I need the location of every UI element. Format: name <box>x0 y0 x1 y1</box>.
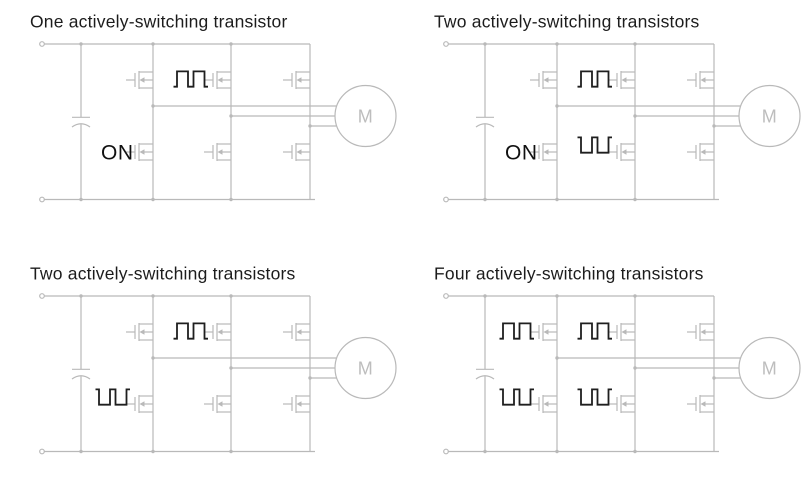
inverted-pwm-waveform-icon <box>498 388 535 406</box>
pwm-waveform-icon <box>172 322 209 340</box>
panel-title: Four actively-switching transistors <box>434 264 704 284</box>
pwm-waveform-icon <box>498 322 535 340</box>
inverted-pwm-waveform-icon <box>94 388 131 406</box>
motor-label: M <box>762 107 778 127</box>
pwm-waveform-icon <box>172 70 209 88</box>
panel-title: One actively-switching transistor <box>30 12 288 32</box>
pwm-waveform-icon <box>576 70 613 88</box>
inverter-panel-2: Two actively-switching transistors M ON <box>434 12 800 202</box>
motor-label: M <box>358 107 374 127</box>
inverter-panel-3: Two actively-switching transistors M <box>30 264 396 454</box>
on-label: ON <box>101 142 134 165</box>
motor-label: M <box>358 359 374 379</box>
on-label: ON <box>505 142 538 165</box>
inverted-pwm-waveform-icon <box>576 136 613 154</box>
panel-title: Two actively-switching transistors <box>30 264 296 284</box>
panel-title: Two actively-switching transistors <box>434 12 700 32</box>
inverted-pwm-waveform-icon <box>576 388 613 406</box>
motor-label: M <box>762 359 778 379</box>
pwm-waveform-icon <box>576 322 613 340</box>
inverter-panel-4: Four actively-switching transistors M <box>434 264 800 454</box>
inverter-panel-1: One actively-switching transistor M ON <box>30 12 396 202</box>
